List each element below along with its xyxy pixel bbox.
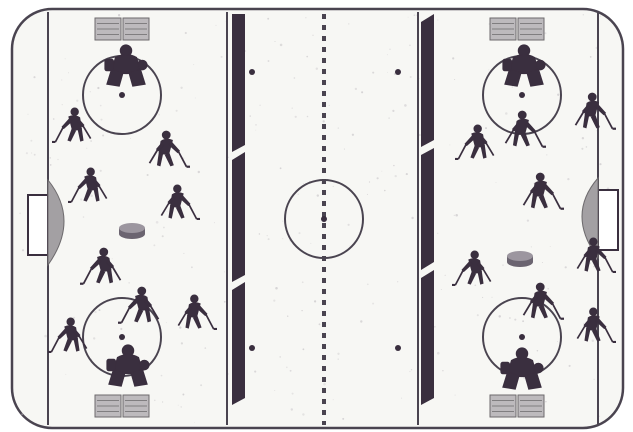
faceoff-dot [395,345,401,351]
faceoff-dot [249,345,255,351]
faceoff-dot [249,69,255,75]
puck-icon [119,223,145,239]
center-faceoff-dot [321,216,327,222]
puck-icon [507,251,533,267]
faceoff-dot [395,69,401,75]
